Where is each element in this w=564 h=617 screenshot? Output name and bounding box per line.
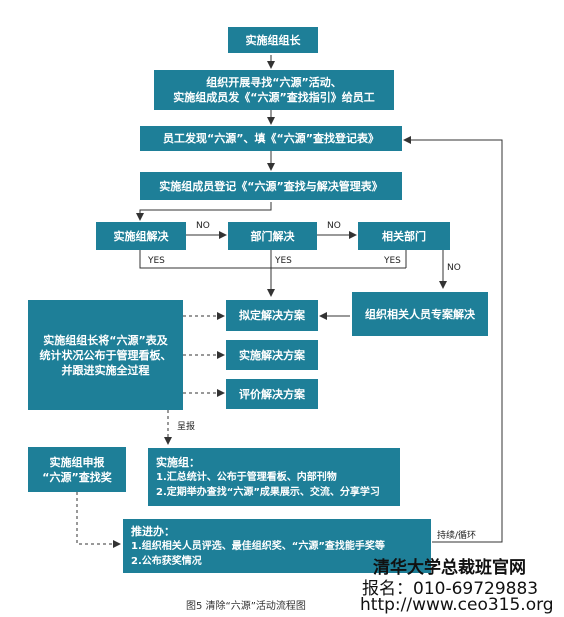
no-label-1: NO	[196, 221, 210, 231]
organize-box: 组织开展寻找“六源”活动、 实施组成员发《“六源”查找指引》给员工	[154, 70, 394, 110]
promotion-item-1: 1.组织相关人员评选、最佳组织奖、“六源”查找能手奖等	[131, 540, 385, 552]
loop-label: 持续/循环	[437, 531, 477, 541]
dept-solve-label: 部门解决	[250, 229, 295, 243]
watermark-title: 清华大学总裁班官网	[373, 558, 526, 578]
team-apply-line-1: 实施组申报	[49, 455, 105, 469]
team-solve-label: 实施组解决	[113, 229, 169, 243]
implement-label: 实施解决方案	[239, 348, 305, 362]
no-label-3: NO	[447, 263, 461, 273]
team-solve-box: 实施组解决	[96, 222, 186, 250]
team-tasks-title: 实施组：	[156, 455, 200, 469]
related-dept-label: 相关部门	[382, 229, 426, 243]
no-label-2: NO	[327, 221, 341, 231]
report-label: 呈报	[177, 422, 196, 432]
leader-board-box: 实施组组长将“六源”表及 统计状况公布于管理看板、 并跟进实施全过程	[28, 300, 183, 410]
leader-label: 实施组组长	[245, 33, 301, 47]
leader-board-line-1: 实施组组长将“六源”表及	[43, 333, 168, 347]
plan-label: 拟定解决方案	[239, 309, 305, 322]
register-label: 实施组成员登记《“六源”查找与解决管理表》	[159, 179, 383, 193]
watermark-phone: 报名：010-69729883	[362, 579, 539, 599]
related-dept-box: 相关部门	[358, 222, 450, 250]
team-tasks-item-1: 1.汇总统计、公布于管理看板、内部刊物	[156, 471, 337, 483]
leader-box: 实施组组长	[228, 27, 318, 53]
register-box: 实施组成员登记《“六源”查找与解决管理表》	[140, 172, 402, 200]
promotion-item-2: 2.公布获奖情况	[131, 555, 202, 567]
yes-label-3: YES	[384, 256, 401, 266]
loop-line	[403, 136, 503, 543]
implement-box: 实施解决方案	[226, 340, 318, 370]
figure-caption: 图5 清除“六源”活动流程图	[186, 601, 306, 612]
watermark-url: http://www.ceo315.org	[360, 595, 554, 615]
evaluate-box: 评价解决方案	[226, 379, 318, 409]
organize-line-1: 组织开展寻找“六源”活动、	[206, 76, 342, 89]
team-tasks-item-2: 2.定期举办查找“六源”成果展示、交流、分享学习	[156, 486, 380, 498]
yes-label-1: YES	[148, 256, 165, 266]
promotion-box: 推进办： 1.组织相关人员评选、最佳组织奖、“六源”查找能手奖等 2.公布获奖情…	[123, 519, 431, 573]
employee-find-label: 员工发现“六源”、填《“六源”查找登记表》	[163, 132, 379, 145]
team-tasks-box: 实施组： 1.汇总统计、公布于管理看板、内部刊物 2.定期举办查找“六源”成果展…	[148, 448, 400, 506]
leader-board-line-2: 统计状况公布于管理看板、	[39, 348, 172, 362]
arrow-register-team	[136, 202, 272, 221]
promotion-title: 推进办：	[131, 524, 175, 538]
employee-find-box: 员工发现“六源”、填《“六源”查找登记表》	[140, 126, 402, 151]
plan-box: 拟定解决方案	[226, 300, 318, 331]
dept-solve-box: 部门解决	[228, 222, 317, 250]
dash-apply-promotion	[76, 492, 121, 548]
related-people-box: 组织相关人员专案解决	[352, 292, 488, 336]
team-apply-box: 实施组申报 “六源”查找奖	[28, 447, 126, 492]
organize-line-2: 实施组成员发《“六源”查找指引》给员工	[173, 91, 375, 104]
yes-label-2: YES	[275, 256, 292, 266]
related-people-label: 组织相关人员专案解决	[365, 307, 475, 321]
leader-board-line-3: 并跟进实施全过程	[61, 363, 150, 377]
evaluate-label: 评价解决方案	[239, 387, 305, 401]
yes-line	[139, 250, 406, 269]
team-apply-line-2: “六源”查找奖	[42, 470, 112, 484]
